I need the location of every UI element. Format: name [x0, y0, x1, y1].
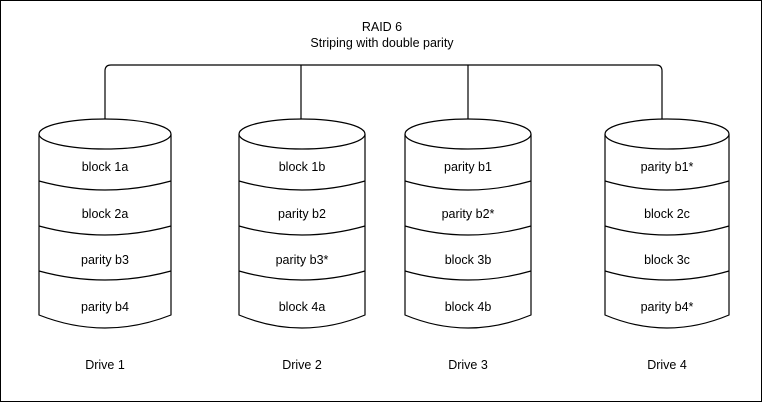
drive-4-block-1: parity b1*	[640, 160, 694, 174]
drive-4-divider-1	[604, 180, 730, 191]
drive-bus-connector	[104, 64, 663, 123]
drive-3-divider-2	[404, 225, 532, 236]
drive-3-block-2: parity b2*	[441, 207, 495, 221]
drive-1-block-2: block 2a	[81, 207, 129, 221]
drive-3-divider-3	[404, 270, 532, 281]
drive-4-caption: Drive 4	[647, 358, 687, 372]
drive-4-divider-2	[604, 225, 730, 236]
drive-1-block-3: parity b3	[81, 253, 129, 267]
drive-2-block-1: block 1b	[278, 160, 326, 174]
drive-cylinder-1	[38, 118, 172, 329]
drive-cylinder-4	[604, 118, 730, 329]
drive-1-divider-3	[38, 270, 172, 281]
drive-3-block-1: parity b1	[444, 160, 492, 174]
drive-3-divider-1	[404, 180, 532, 191]
drive-3-caption: Drive 3	[448, 358, 488, 372]
drive-1-divider-2	[38, 225, 172, 236]
drive-cylinder-3	[404, 118, 532, 329]
drive-3-block-4: block 4b	[444, 300, 492, 314]
drive-2-divider-1	[238, 180, 366, 191]
drive-4-block-2: block 2c	[644, 207, 690, 221]
drive-1-caption: Drive 1	[85, 358, 125, 372]
drive-4-divider-3	[604, 270, 730, 281]
drive-cylinder-2	[238, 118, 366, 329]
drive-1-block-1: block 1a	[81, 160, 129, 174]
drive-2-block-4: block 4a	[278, 300, 326, 314]
drive-2-block-3: parity b3*	[275, 253, 329, 267]
drive-1-divider-1	[38, 180, 172, 191]
drive-1-block-4: parity b4	[81, 300, 129, 314]
drive-2-divider-2	[238, 225, 366, 236]
drive-4-block-4: parity b4*	[640, 300, 694, 314]
drive-2-divider-3	[238, 270, 366, 281]
drive-3-block-3: block 3b	[444, 253, 492, 267]
drive-2-block-2: parity b2	[278, 207, 326, 221]
drive-4-block-3: block 3c	[644, 253, 690, 267]
drive-2-caption: Drive 2	[282, 358, 322, 372]
